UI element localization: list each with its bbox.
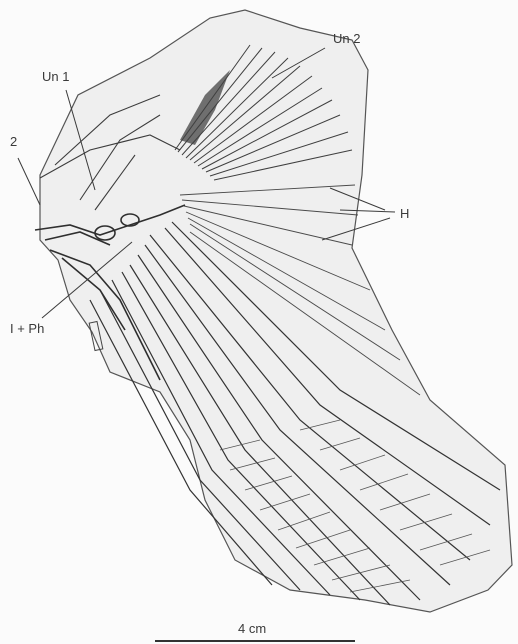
label-un1: Un 1: [42, 70, 69, 83]
label-2: 2: [10, 135, 17, 148]
label-h: H: [400, 207, 409, 220]
label-i-ph: I + Ph: [10, 322, 44, 335]
label-un2: Un 2: [333, 32, 360, 45]
scale-label: 4 cm: [238, 622, 266, 635]
